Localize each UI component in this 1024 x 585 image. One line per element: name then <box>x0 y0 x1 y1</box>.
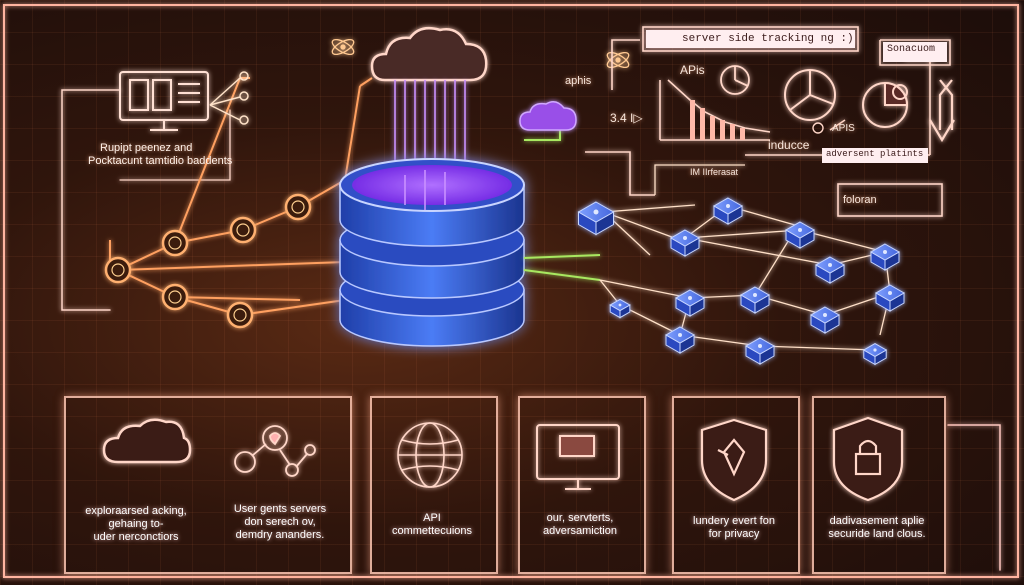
small-circle-chain <box>209 71 249 125</box>
purple-cloud-icon <box>519 101 577 131</box>
adversent-label-text: adversent platints <box>826 149 924 159</box>
database-icon <box>339 158 525 347</box>
folo-label: foloran <box>841 187 939 213</box>
panel-shield-icon <box>700 418 768 502</box>
panel-caption-5-line2: for privacy <box>708 528 760 540</box>
panel-network-icon <box>234 425 316 477</box>
cube-node <box>744 337 776 365</box>
cube-node <box>664 326 696 354</box>
folo-frame <box>837 183 943 217</box>
induce-label: inducce <box>768 138 810 152</box>
node-4 <box>229 216 257 244</box>
cube-node <box>609 298 631 319</box>
cube-nodes <box>577 197 906 366</box>
panel-caption-1-line3: uder nerconctiors <box>93 531 179 543</box>
panel-caption-6-line2: securide land clous. <box>828 528 926 540</box>
panel-caption-4-line1: our, servterts, <box>546 512 614 524</box>
node-5 <box>226 301 254 329</box>
cube-node <box>869 243 901 271</box>
panel-caption-5: lundery evert fon for privacy <box>674 515 794 541</box>
panel-lock-shield-icon <box>832 416 904 502</box>
node-1 <box>104 256 132 284</box>
cube-node <box>669 229 701 257</box>
atom-icon-right <box>606 51 630 69</box>
panel-caption-2-line1: User gents servers <box>233 503 327 515</box>
panel-caption-6-line1: dadivasement aplie <box>829 515 925 527</box>
node-6 <box>284 193 312 221</box>
node-3 <box>161 283 189 311</box>
atom-icon-left <box>331 38 355 56</box>
server-label-frame <box>642 26 859 52</box>
panel-caption-3-line1: API <box>423 512 441 524</box>
small-circle-icon <box>812 122 824 134</box>
panel-monitor-icon <box>536 424 620 490</box>
panel-caption-2: User gents servers don serech ov, demdry… <box>212 503 348 542</box>
bottom-right-connector <box>947 424 1001 571</box>
cube-node <box>712 197 744 225</box>
left-description-line1: Rupipt peenez and <box>100 142 193 154</box>
pie-chart-icon-large <box>784 69 836 121</box>
brand-frame <box>879 39 951 66</box>
cube-node <box>874 284 906 312</box>
apis-top-label: APis <box>680 63 705 77</box>
im-label: IM IIrferasat <box>690 167 739 177</box>
left-description: Rupipt peenez and Pocktacunt tamtidio ba… <box>88 142 232 168</box>
pie-chart-icon-small <box>720 65 750 95</box>
panel-caption-4: our, servterts, adversamiction <box>520 512 640 538</box>
panel-api <box>370 396 498 574</box>
panel-caption-4-line2: adversamiction <box>543 525 617 537</box>
swap-arrows-icon <box>929 79 955 143</box>
version-label: 3.4 I▷ <box>610 111 643 125</box>
cube-node <box>809 306 841 334</box>
panel-caption-3-line2: commettecuions <box>391 525 473 537</box>
cube-node <box>814 256 846 284</box>
panel-cloud-icon <box>102 418 192 464</box>
panel-tracking <box>64 396 352 574</box>
orange-network-lines <box>109 77 373 316</box>
panel-servers <box>518 396 646 574</box>
node-2 <box>161 229 189 257</box>
monitor-icon <box>119 71 209 131</box>
db-top-lines <box>404 170 446 210</box>
cube-node <box>577 201 615 236</box>
left-description-line2: Pocktacunt tamtidio baddents <box>88 155 233 167</box>
panel-caption-5-line1: lundery evert fon <box>693 515 775 527</box>
panel-security <box>812 396 946 574</box>
green-connectors <box>523 125 601 281</box>
panel-caption-6: dadivasement aplie securide land clous. <box>814 515 940 541</box>
cube-node <box>784 221 816 249</box>
adversent-label: adversent platints <box>822 148 928 163</box>
panel-caption-1: exploraarsed acking, gehaing to- uder ne… <box>70 505 202 544</box>
folo-label-text: foloran <box>843 194 877 206</box>
panel-privacy <box>672 396 800 574</box>
gear-pie-icon <box>862 81 909 128</box>
panel-caption-2-line3: demdry ananders. <box>235 529 325 541</box>
cube-node <box>862 343 888 366</box>
apis-mid-label: APIS <box>832 123 855 134</box>
orange-nodes <box>104 193 312 329</box>
panel-caption-1-line1: exploraarsed acking, <box>85 505 187 517</box>
chart-bars <box>690 100 745 140</box>
brand-label: Sonacuom <box>883 42 947 62</box>
panel-globe-icon <box>397 422 463 488</box>
left-bracket-line <box>61 89 121 311</box>
server-side-label-text: server side tracking ng :) <box>682 33 854 45</box>
panel-caption-2-line2: don serech ov, <box>244 516 316 528</box>
panel-caption-3: API commettecuions <box>372 512 492 538</box>
cube-node <box>674 289 706 317</box>
cube-node <box>739 286 771 314</box>
aphis-label: aphis <box>565 75 592 87</box>
server-side-label: server side tracking ng :) <box>646 30 855 48</box>
monitor-connector <box>119 109 231 181</box>
brand-label-text: Sonacuom <box>887 44 936 55</box>
cloud-icon <box>370 27 488 82</box>
panel-caption-1-line2: gehaing to- <box>108 518 164 530</box>
outer-frame <box>3 4 1019 578</box>
